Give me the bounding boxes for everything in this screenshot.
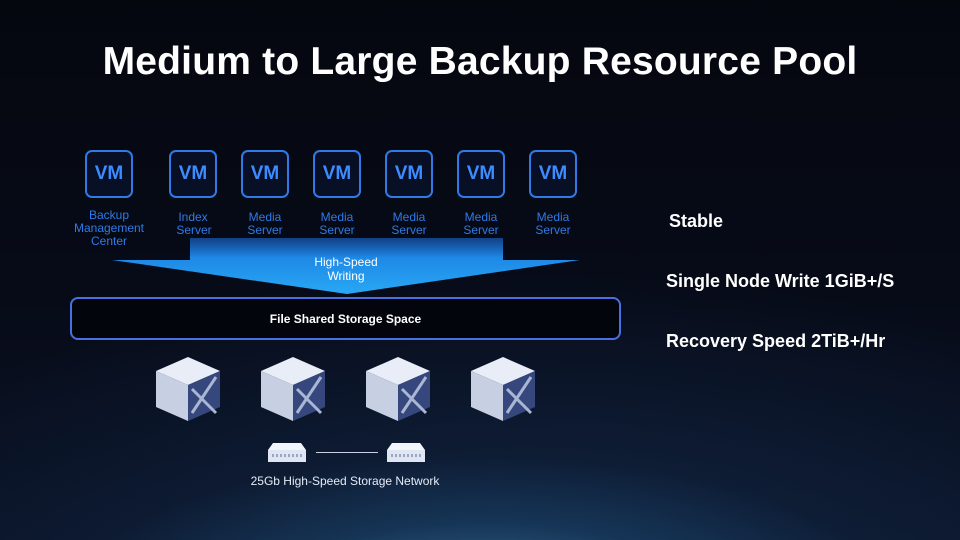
server-icon <box>366 357 430 421</box>
vm-label-index-server: Index Server <box>148 211 238 237</box>
feature-single-node-write: Single Node Write 1GiB+/S <box>666 271 895 291</box>
feature-stable: Stable <box>669 211 724 231</box>
vm-label-line: Server <box>319 223 355 237</box>
vm-label-line: Management <box>73 221 145 235</box>
vm-label-line: Server <box>463 223 499 237</box>
flow-line: High-Speed <box>314 255 378 269</box>
file-shared-storage-space: File Shared Storage Space <box>70 297 621 340</box>
storage-label: File Shared Storage Space <box>269 311 422 326</box>
server-icon <box>156 357 220 421</box>
vm-label-line: Index <box>178 210 208 224</box>
server-icon <box>261 357 325 421</box>
vm-label-line: Server <box>176 223 212 237</box>
vm-label-line: Media <box>536 210 570 224</box>
network-link-line <box>316 452 378 453</box>
feature-recovery-speed: Recovery Speed 2TiB+/Hr <box>666 331 886 351</box>
vm-label-line: Server <box>535 223 571 237</box>
vm-badge-media-server-2: VM <box>313 150 361 198</box>
vm-label-line: Media <box>248 210 282 224</box>
vm-label-line: Center <box>90 234 128 248</box>
vm-badge-media-server-5: VM <box>529 150 577 198</box>
vm-label-media-server-4: Media Server <box>436 211 526 237</box>
flow-line: Writing <box>327 269 365 283</box>
vm-label-line: Media <box>392 210 426 224</box>
vm-badge-backup-management: VM <box>85 150 133 198</box>
vm-label-line: Server <box>247 223 283 237</box>
network-switch-icon <box>268 443 306 462</box>
vm-label-media-server-1: Media Server <box>220 211 310 237</box>
storage-network-label: 25Gb High-Speed Storage Network <box>250 474 440 488</box>
vm-badge-index-server: VM <box>169 150 217 198</box>
vm-label-line: Media <box>464 210 498 224</box>
vm-label-backup-management: Backup Management Center <box>64 209 154 248</box>
vm-label-media-server-2: Media Server <box>292 211 382 237</box>
vm-badge-media-server-4: VM <box>457 150 505 198</box>
high-speed-writing-label: High-Speed Writing <box>296 255 396 283</box>
vm-label-line: Server <box>391 223 427 237</box>
network-switch-icon <box>387 443 425 462</box>
vm-badge-media-server-1: VM <box>241 150 289 198</box>
vm-label-media-server-3: Media Server <box>364 211 454 237</box>
vm-label-line: Media <box>320 210 354 224</box>
vm-label-line: Backup <box>88 208 130 222</box>
page-title: Medium to Large Backup Resource Pool <box>102 40 858 83</box>
vm-label-media-server-5: Media Server <box>508 211 598 237</box>
vm-badge-media-server-3: VM <box>385 150 433 198</box>
server-icon <box>471 357 535 421</box>
